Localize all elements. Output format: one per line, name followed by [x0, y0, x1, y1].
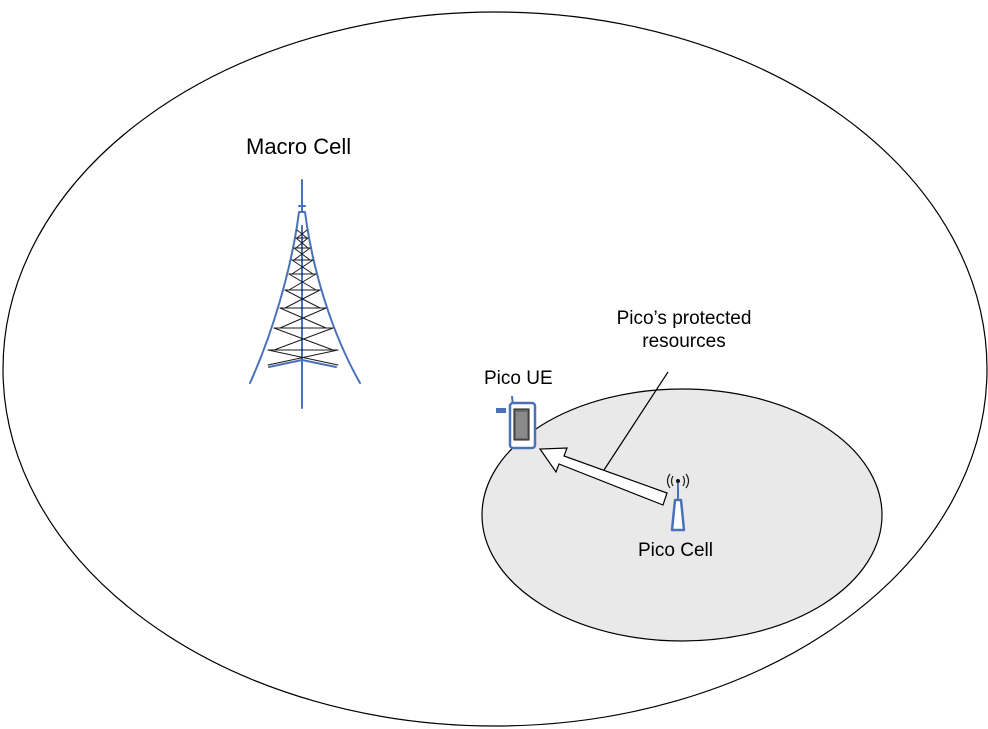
- mobile-phone-icon: [496, 395, 537, 450]
- protected-resources-leader-line: [603, 371, 669, 471]
- macro-cell-label: Macro Cell: [246, 134, 352, 159]
- downlink-arrow: [538, 447, 668, 506]
- pico-cell-label: Pico Cell: [638, 540, 713, 561]
- macro-tower-icon: [249, 179, 361, 409]
- pico-ue-label: Pico UE: [484, 368, 553, 389]
- radio-waves-icon: [666, 473, 690, 489]
- pico-antenna-icon: [666, 473, 690, 532]
- pico-protected-resources-label: Pico’s protected resources: [616, 308, 752, 352]
